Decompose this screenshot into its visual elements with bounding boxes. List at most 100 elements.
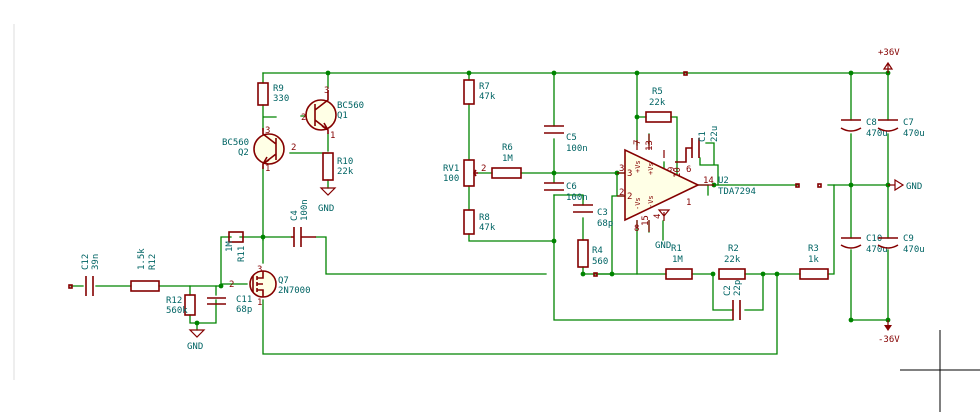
resistor-r9[interactable]: R9 330 <box>257 82 289 106</box>
svg-text:470u: 470u <box>866 245 888 255</box>
resistor-r1[interactable]: R1 1M <box>665 244 693 280</box>
capacitor-c8[interactable]: C8 470u <box>840 118 888 139</box>
resistor-r10[interactable]: R10 22k <box>322 152 354 181</box>
svg-text:1M: 1M <box>225 241 235 252</box>
capacitor-c10[interactable]: C10 470u <box>840 234 888 255</box>
mosfet-q7[interactable]: 2 3 1 Q7 2N7000 <box>229 265 311 308</box>
svg-text:560k: 560k <box>166 306 188 316</box>
svg-text:330: 330 <box>273 94 289 104</box>
resistor-r3[interactable]: R3 1k <box>799 244 829 280</box>
svg-text:R4: R4 <box>592 246 603 256</box>
svg-text:1M: 1M <box>672 255 683 265</box>
svg-text:22p: 22p <box>733 280 743 296</box>
resistor-r12-560k[interactable]: R12 560k <box>166 294 196 316</box>
svg-text:R2: R2 <box>728 244 739 254</box>
svg-text:2: 2 <box>301 113 306 123</box>
gnd-symbol-input: GND <box>187 329 206 352</box>
svg-text:U2: U2 <box>718 176 729 186</box>
svg-text:C8: C8 <box>866 118 877 128</box>
svg-text:470u: 470u <box>903 129 925 139</box>
svg-text:68p: 68p <box>597 219 613 229</box>
capacitor-c9[interactable]: C9 470u <box>877 234 925 255</box>
capacitor-c12[interactable]: C12 39n <box>81 254 101 296</box>
svg-text:2: 2 <box>229 280 234 290</box>
svg-text:R9: R9 <box>273 84 284 94</box>
svg-text:15: 15 <box>641 215 651 226</box>
svg-text:C11: C11 <box>236 295 252 305</box>
svg-text:R12: R12 <box>166 296 182 306</box>
svg-text:3: 3 <box>265 126 270 136</box>
transistor-q2[interactable]: 3 2 1 BC560 Q2 <box>222 126 296 174</box>
svg-text:1: 1 <box>330 131 335 141</box>
svg-text:3: 3 <box>619 164 624 174</box>
svg-text:100n: 100n <box>300 199 310 221</box>
svg-text:-36V: -36V <box>878 335 900 345</box>
svg-text:470u: 470u <box>903 245 925 255</box>
resistor-r6[interactable]: R6 1M <box>491 143 522 179</box>
svg-text:R11: R11 <box>237 246 247 262</box>
resistor-r12-1k5[interactable]: 1.5k R12 <box>130 248 160 292</box>
capacitor-c4[interactable]: C4 100n <box>290 199 316 247</box>
svg-text:10: 10 <box>673 167 683 178</box>
svg-text:+36V: +36V <box>878 48 900 58</box>
svg-text:3: 3 <box>627 169 632 179</box>
capacitor-c1[interactable]: C1 22u <box>675 126 720 163</box>
svg-text:C2: C2 <box>723 285 733 296</box>
svg-text:22k: 22k <box>724 255 741 265</box>
svg-text:-Vs: -Vs <box>647 195 655 208</box>
svg-text:1: 1 <box>257 298 262 308</box>
capacitor-c7[interactable]: C7 470u <box>877 118 925 139</box>
svg-text:3: 3 <box>257 265 262 275</box>
svg-text:C10: C10 <box>866 234 882 244</box>
svg-text:13: 13 <box>645 140 655 151</box>
svg-text:2: 2 <box>291 143 296 153</box>
svg-text:+Vs: +Vs <box>647 162 655 175</box>
resistor-r5[interactable]: R5 22k <box>645 87 672 123</box>
svg-text:BC560: BC560 <box>222 138 249 148</box>
svg-text:C9: C9 <box>903 234 914 244</box>
svg-text:C7: C7 <box>903 118 914 128</box>
svg-text:GND: GND <box>187 342 203 352</box>
capacitor-c5[interactable]: C5 100n <box>544 125 588 154</box>
svg-text:100: 100 <box>443 174 459 184</box>
svg-text:22k: 22k <box>337 167 354 177</box>
capacitor-c11[interactable]: C11 68p <box>207 295 252 315</box>
svg-text:R7: R7 <box>479 82 490 92</box>
power-neg-36v: -36V <box>878 320 900 345</box>
resistor-r8[interactable]: R8 47k <box>463 209 496 235</box>
gnd-symbol-r10: GND <box>318 187 337 214</box>
svg-text:2N7000: 2N7000 <box>278 286 311 296</box>
svg-text:-Vs: -Vs <box>634 197 642 210</box>
transistor-q1[interactable]: 2 3 1 BC560 Q1 <box>301 86 364 141</box>
svg-text:R5: R5 <box>652 87 663 97</box>
svg-text:22k: 22k <box>649 98 666 108</box>
svg-text:100n: 100n <box>566 144 588 154</box>
svg-text:C6: C6 <box>566 182 577 192</box>
capacitor-c3[interactable]: C3 68p <box>573 204 613 229</box>
svg-text:1k: 1k <box>808 255 819 265</box>
junctions <box>194 70 891 326</box>
svg-text:C3: C3 <box>597 208 608 218</box>
svg-text:47k: 47k <box>479 92 496 102</box>
capacitor-c2[interactable]: C2 22p <box>723 280 743 320</box>
amplifier-u2[interactable]: 3 2 3 2 7 13 6 14 8 15 4 9 10 1 +Vs +Vs … <box>617 134 756 234</box>
svg-text:Q7: Q7 <box>278 276 289 286</box>
svg-text:R12: R12 <box>148 254 158 270</box>
resistor-r11[interactable]: 1M R11 <box>225 231 247 262</box>
svg-text:2: 2 <box>619 188 624 198</box>
svg-text:TDA7294: TDA7294 <box>718 187 756 197</box>
resistor-r4[interactable]: R4 560 <box>577 239 608 268</box>
svg-text:560: 560 <box>592 257 608 267</box>
svg-text:GND: GND <box>906 182 922 192</box>
unconnected-markers <box>68 71 822 289</box>
resistor-r2[interactable]: R2 22k <box>718 244 746 280</box>
potentiometer-rv1[interactable]: 2 RV1 100 <box>443 159 486 187</box>
svg-text:Q1: Q1 <box>337 111 348 121</box>
svg-text:1: 1 <box>265 164 270 174</box>
svg-text:R1: R1 <box>671 244 682 254</box>
resistor-r7[interactable]: R7 47k <box>463 79 496 105</box>
svg-text:R10: R10 <box>337 157 353 167</box>
capacitor-c6[interactable]: C6 100n <box>544 182 588 203</box>
gnd-symbol-ic: GND <box>655 209 671 251</box>
